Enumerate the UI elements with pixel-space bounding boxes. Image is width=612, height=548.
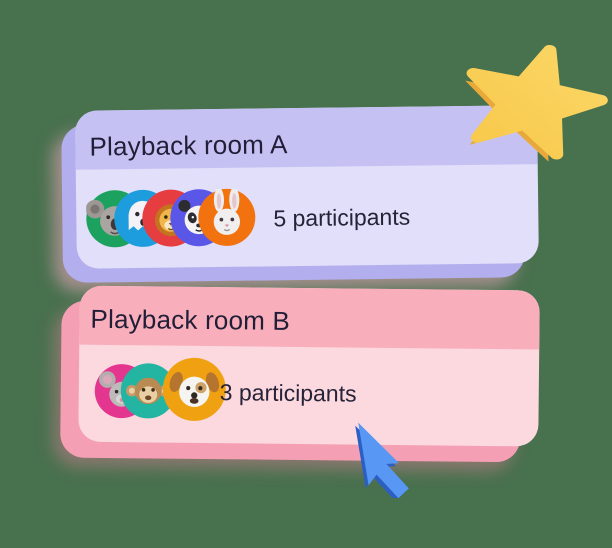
avatar-mouse — [94, 363, 150, 419]
star-icon — [465, 44, 608, 162]
avatar-monkey — [120, 363, 177, 419]
card-b-participants-count: 3 participants — [219, 379, 357, 407]
cursor-icon — [355, 422, 409, 498]
card-b-title: Playback room B — [90, 303, 291, 336]
cursor-front-face — [358, 422, 409, 498]
playback-room-b-card[interactable]: Playback room B 3 participants — [78, 285, 540, 447]
star-front-face — [466, 44, 608, 160]
avatar-dog — [162, 357, 227, 422]
